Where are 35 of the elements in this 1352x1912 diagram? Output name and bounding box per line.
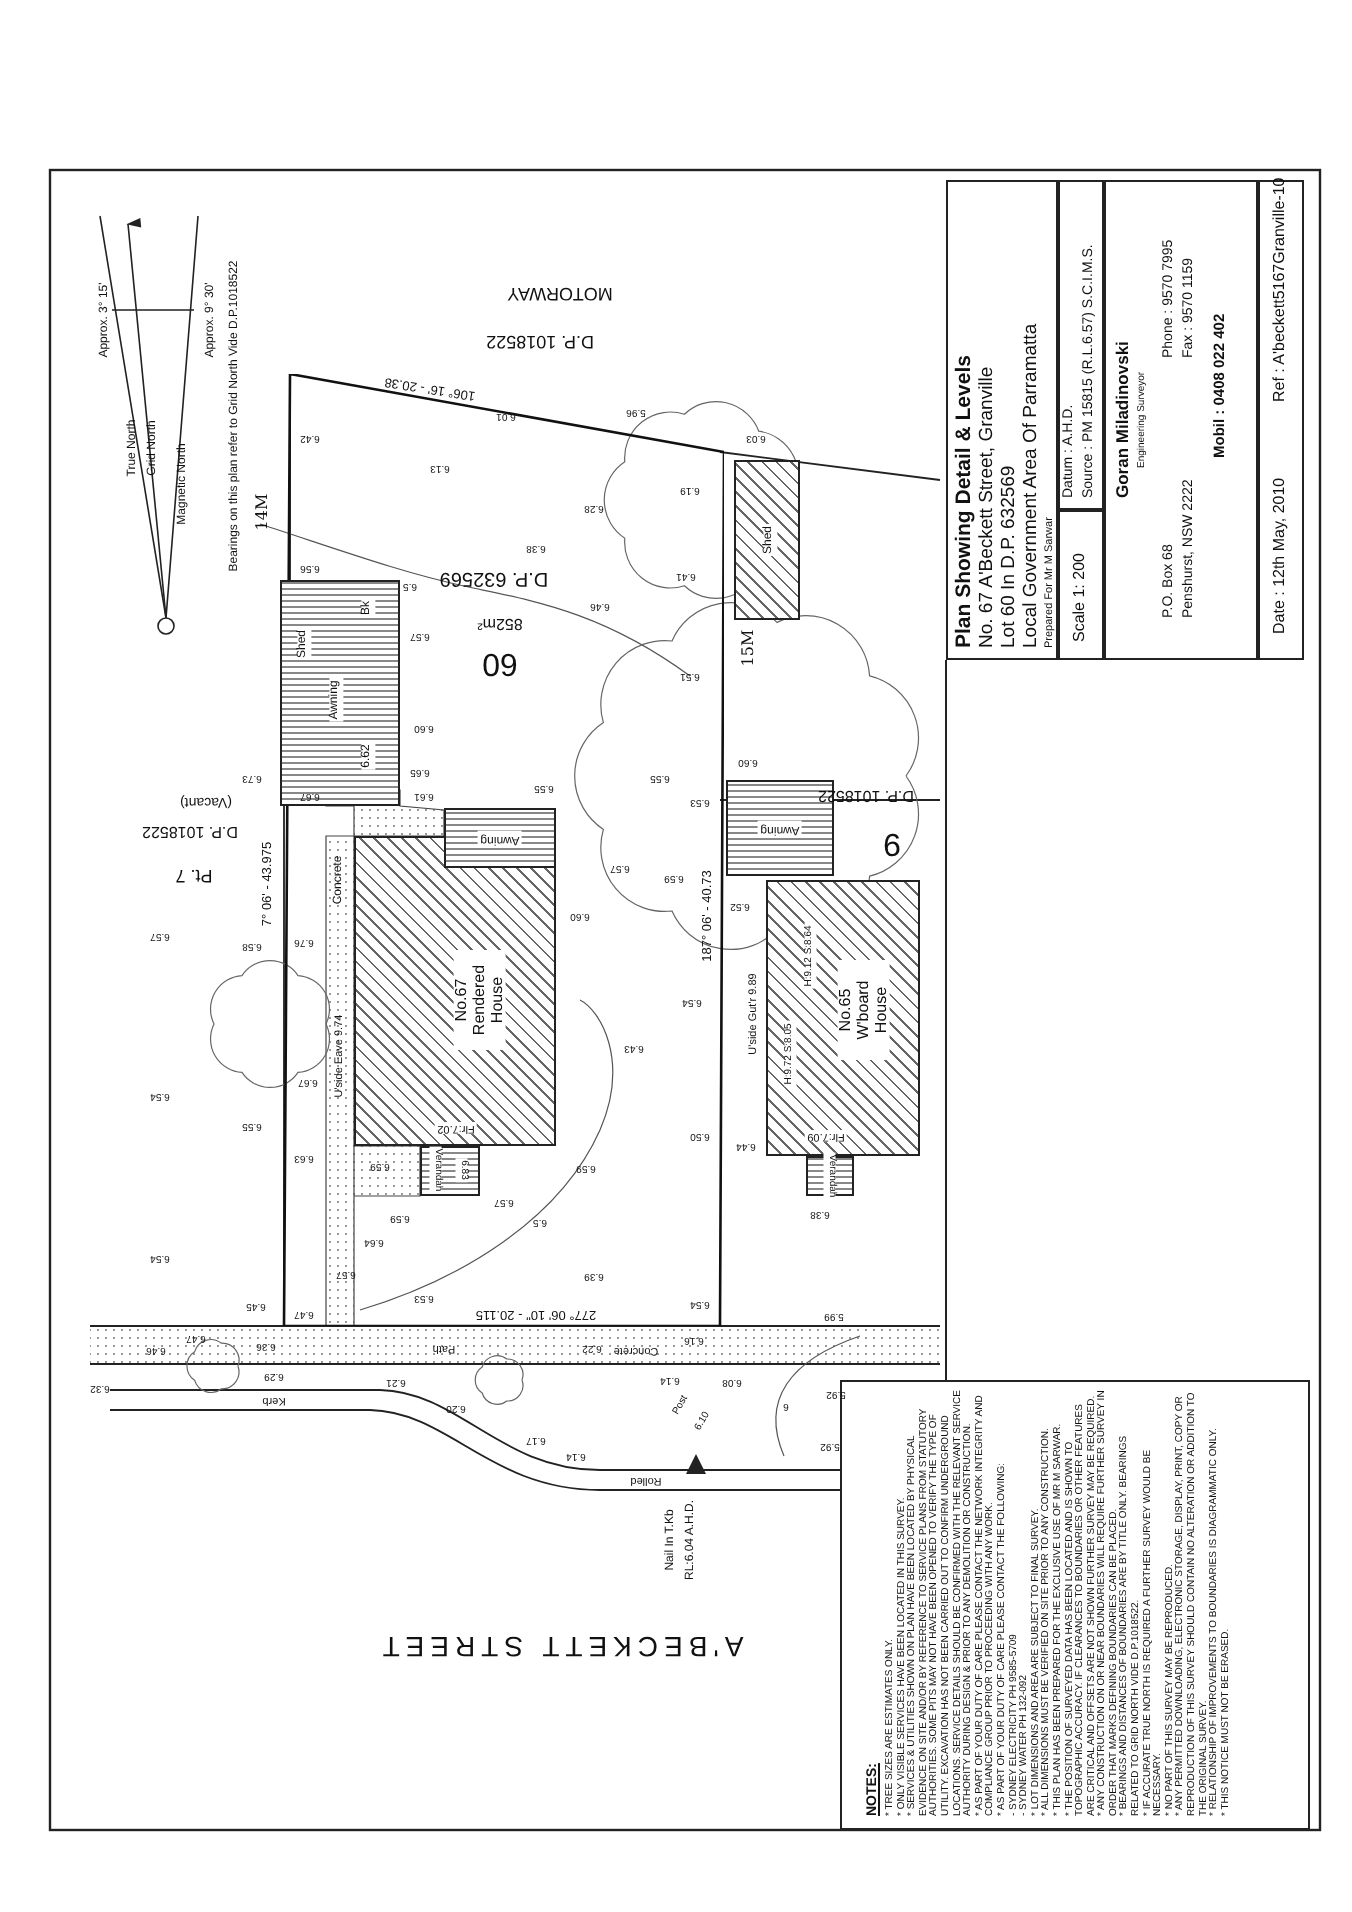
house-outline	[766, 880, 920, 1156]
date-cell	[1258, 180, 1304, 660]
shed-outline	[734, 460, 800, 620]
handwritten-note: 15M	[741, 629, 759, 667]
shed-outline	[280, 580, 400, 806]
address-text: No. 67 A'Beckett Street, Granville	[978, 366, 999, 648]
street-name: A'BECKETT STREET	[376, 1630, 744, 1662]
date-text: Date : 12th May, 2010	[1272, 477, 1290, 634]
surveyor-name: Goran Miladinovski	[1114, 341, 1133, 498]
plan-number: D.P. 1018522	[486, 330, 594, 350]
house-label: No.65 W'board House	[837, 960, 891, 1060]
lot-number: Pt. 7	[175, 864, 213, 884]
awning-outline	[444, 808, 556, 868]
lot-reference: Lot 60 In D.P. 632569	[1000, 465, 1021, 648]
council-area-text: Local Government Area Of Parramatta	[1022, 323, 1043, 648]
plan-number: D.P. 1018522	[818, 785, 914, 803]
house-label: No.67 Rendered House	[453, 950, 507, 1050]
scale-text: Scale 1: 200	[1072, 553, 1090, 642]
plan-number: D.P. 632569	[439, 567, 549, 589]
area-text: 852m²	[477, 613, 523, 631]
verandah-outline	[806, 1156, 854, 1196]
house-outline	[354, 836, 556, 1146]
scale-cell	[1058, 510, 1104, 660]
reference-text: Ref : A'beckett5167Granville-10	[1272, 177, 1290, 402]
plan-title: Plan Showing Detail & Levels	[954, 355, 978, 648]
surveyor-panel	[1104, 180, 1258, 660]
datum-cell	[1058, 180, 1104, 510]
handwritten-note: 14M	[255, 493, 273, 531]
title-block-panel	[946, 180, 1058, 660]
road-name: MOTORWAY	[507, 282, 613, 302]
lot-parcel	[280, 374, 724, 1326]
plan-number: D.P. 1018522	[142, 821, 238, 839]
lot-number: 9	[883, 824, 901, 860]
lot-number: 60	[482, 644, 518, 680]
verandah-outline	[420, 1146, 480, 1196]
